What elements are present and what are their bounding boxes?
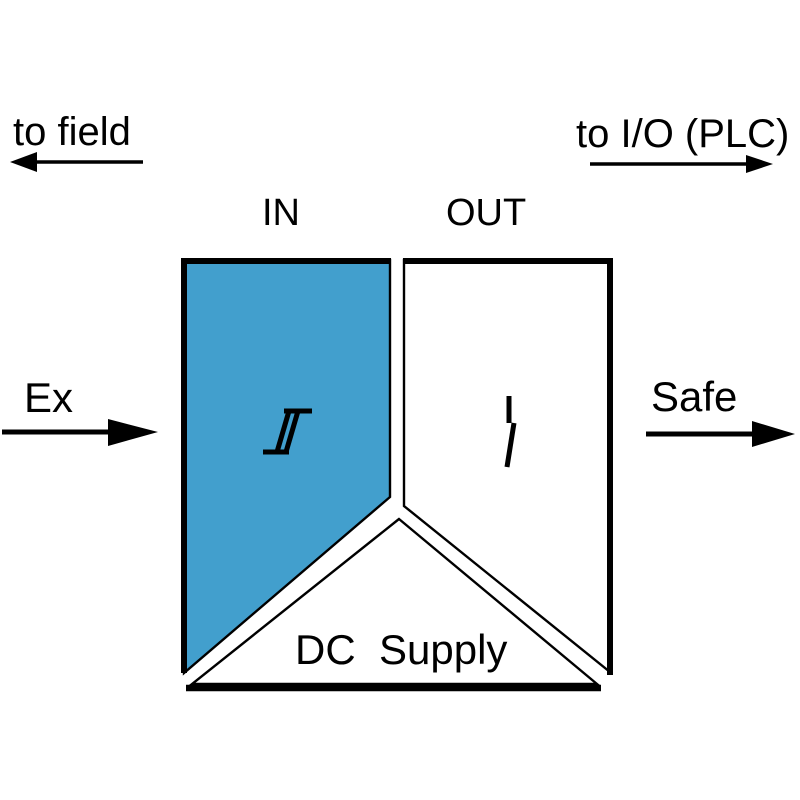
ex-arrowhead [108, 419, 158, 446]
safe-label: Safe [651, 373, 738, 420]
to-field-arrow [10, 152, 143, 172]
to-io-arrow [590, 155, 773, 173]
out-channel-label: OUT [446, 192, 527, 234]
ex-arrow [2, 419, 158, 446]
out-region-outer-border [403, 258, 613, 675]
safe-arrowhead [752, 421, 795, 447]
switch-contact-icon [504, 396, 517, 468]
to-field-arrowhead [10, 152, 37, 172]
in-channel-label: IN [262, 192, 300, 234]
hysteresis-icon [263, 408, 312, 455]
dc-supply-region [188, 517, 601, 686]
to-field-label: to field [13, 110, 131, 154]
in-region-outer-border [181, 258, 391, 673]
safe-arrow [646, 421, 795, 447]
ex-label: Ex [24, 374, 74, 421]
diagram-shapes [2, 152, 795, 692]
to-io-arrowhead [746, 155, 773, 173]
dc-supply-label: DC Supply [295, 626, 508, 673]
to-io-plc-label: to I/O (PLC) [576, 112, 790, 156]
